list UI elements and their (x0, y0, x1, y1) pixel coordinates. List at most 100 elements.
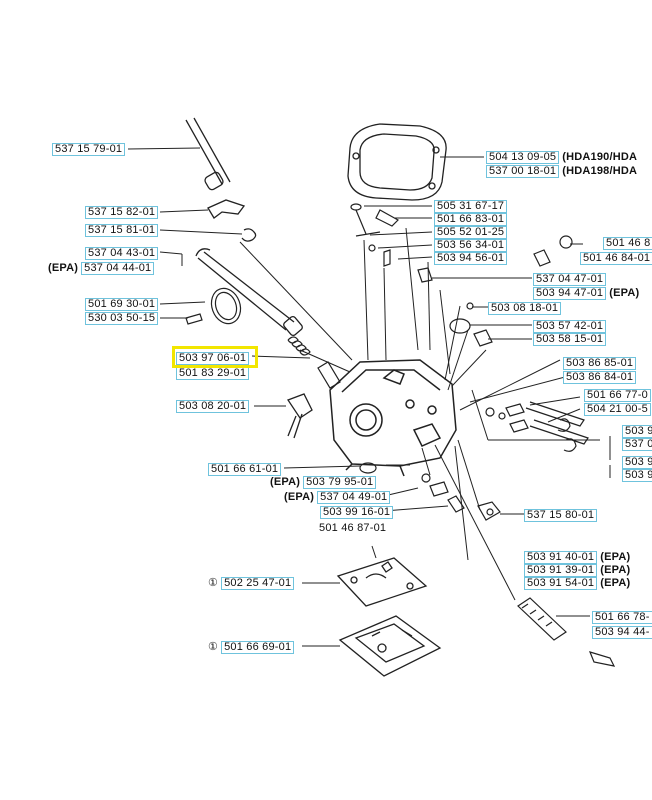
part-number: 503 08 20-01 (176, 400, 250, 413)
part-label-suffix: (EPA) (609, 287, 640, 299)
part-label: 501 66 77-0 (584, 389, 651, 402)
part-number: 503 56 34-01 (434, 239, 508, 252)
part-number: 503 9 (622, 425, 652, 438)
part-label-prefix: (EPA) (270, 476, 301, 488)
part-label: (EPA)537 04 44-01 (48, 262, 155, 275)
part-label: 501 46 8 (603, 237, 652, 250)
part-label: 503 91 54-01(EPA) (524, 577, 631, 590)
part-number: 503 91 39-01 (524, 564, 598, 577)
part-label: 503 99 16-01 (320, 506, 394, 519)
part-label: 503 08 18-01 (488, 302, 562, 315)
part-label-suffix: (HDA198/HDA (562, 165, 638, 177)
part-number: 537 00 18-01 (486, 165, 560, 178)
part-label-suffix: (EPA) (600, 564, 631, 576)
part-label: 537 15 79-01 (52, 143, 126, 156)
part-label: 503 9 (622, 456, 652, 469)
part-number: 503 79 95-01 (303, 476, 377, 489)
part-number: 503 9 (622, 469, 652, 482)
part-number: 503 86 85-01 (563, 357, 637, 370)
part-label: (EPA)537 04 49-01 (284, 491, 391, 504)
part-number: 503 94 47-01 (533, 287, 607, 300)
part-label: 537 15 80-01 (524, 509, 598, 522)
part-number: 537 15 79-01 (52, 143, 126, 156)
circled-number-marker: ① (208, 641, 219, 653)
part-label: (EPA)503 79 95-01 (270, 476, 377, 489)
part-number: 537 15 82-01 (85, 206, 159, 219)
part-number: 537 04 49-01 (317, 491, 391, 504)
part-label: 503 94 56-01 (434, 252, 508, 265)
part-label-prefix: (EPA) (284, 491, 315, 503)
part-label: 537 04 43-01 (85, 247, 159, 260)
part-label: 501 46 84-01 (580, 252, 652, 265)
part-number: 501 69 30-01 (85, 298, 159, 311)
part-label: 503 97 06-01 (176, 352, 250, 365)
part-number: 503 57 42-01 (533, 320, 607, 333)
part-label: 505 31 67-17 (434, 200, 508, 213)
part-label: 503 94 47-01(EPA) (533, 287, 640, 300)
part-label-suffix: (HDA190/HDA (562, 151, 638, 163)
part-label: 503 9 (622, 425, 652, 438)
part-number: 501 83 29-01 (176, 367, 250, 380)
part-label-prefix: (EPA) (48, 262, 79, 274)
part-label-suffix: (EPA) (600, 577, 631, 589)
part-label: 505 52 01-25 (434, 226, 508, 239)
part-number: 537 04 47-01 (533, 273, 607, 286)
part-label: 501 46 87-01 (316, 522, 390, 535)
part-label: 537 0 (622, 438, 652, 451)
part-number: 504 13 09-05 (486, 151, 560, 164)
part-number: 501 66 77-0 (584, 389, 651, 402)
part-label: 501 66 78- (592, 611, 652, 624)
part-number: 537 04 43-01 (85, 247, 159, 260)
part-label: 503 91 39-01(EPA) (524, 564, 631, 577)
part-label: 504 13 09-05(HDA190/HDA (486, 151, 638, 164)
part-label: 537 15 82-01 (85, 206, 159, 219)
part-label: 503 94 44- (592, 626, 652, 639)
part-number: 503 86 84-01 (563, 371, 637, 384)
part-label: 503 57 42-01 (533, 320, 607, 333)
part-number: 503 91 40-01 (524, 551, 598, 564)
part-label: 530 03 50-15 (85, 312, 159, 325)
part-number: 501 66 69-01 (221, 641, 295, 654)
circled-number-marker: ① (208, 577, 219, 589)
part-number: 505 31 67-17 (434, 200, 508, 213)
part-number: 501 46 84-01 (580, 252, 652, 265)
part-number: 501 66 78- (592, 611, 652, 624)
part-number: 537 15 80-01 (524, 509, 598, 522)
part-number: 537 04 44-01 (81, 262, 155, 275)
part-label: 501 69 30-01 (85, 298, 159, 311)
part-number: 537 15 81-01 (85, 224, 159, 237)
part-number: 501 46 87-01 (316, 522, 390, 535)
part-label: 503 86 85-01 (563, 357, 637, 370)
part-number: 503 08 18-01 (488, 302, 562, 315)
part-label: 503 56 34-01 (434, 239, 508, 252)
part-number: 502 25 47-01 (221, 577, 295, 590)
part-number: 503 94 56-01 (434, 252, 508, 265)
part-number-highlighted: 503 97 06-01 (176, 352, 250, 365)
part-number: 537 0 (622, 438, 652, 451)
part-number: 501 66 83-01 (434, 213, 508, 226)
part-label: 537 00 18-01(HDA198/HDA (486, 165, 638, 178)
part-label: 504 21 00-5 (584, 403, 651, 416)
part-number: 503 58 15-01 (533, 333, 607, 346)
part-label: 503 9 (622, 469, 652, 482)
part-label: 503 86 84-01 (563, 371, 637, 384)
part-label-suffix: (EPA) (600, 551, 631, 563)
part-number: 503 99 16-01 (320, 506, 394, 519)
part-label: 501 83 29-01 (176, 367, 250, 380)
part-number: 503 91 54-01 (524, 577, 598, 590)
part-label: 537 15 81-01 (85, 224, 159, 237)
part-label: 503 91 40-01(EPA) (524, 551, 631, 564)
part-number: 530 03 50-15 (85, 312, 159, 325)
part-label: 501 66 83-01 (434, 213, 508, 226)
part-label: 501 66 61-01 (208, 463, 282, 476)
part-number: 505 52 01-25 (434, 226, 508, 239)
part-number: 504 21 00-5 (584, 403, 651, 416)
part-number: 501 46 8 (603, 237, 652, 250)
part-number: 503 94 44- (592, 626, 652, 639)
part-label: 537 04 47-01 (533, 273, 607, 286)
part-label: 503 08 20-01 (176, 400, 250, 413)
part-number: 503 9 (622, 456, 652, 469)
part-label: 503 58 15-01 (533, 333, 607, 346)
